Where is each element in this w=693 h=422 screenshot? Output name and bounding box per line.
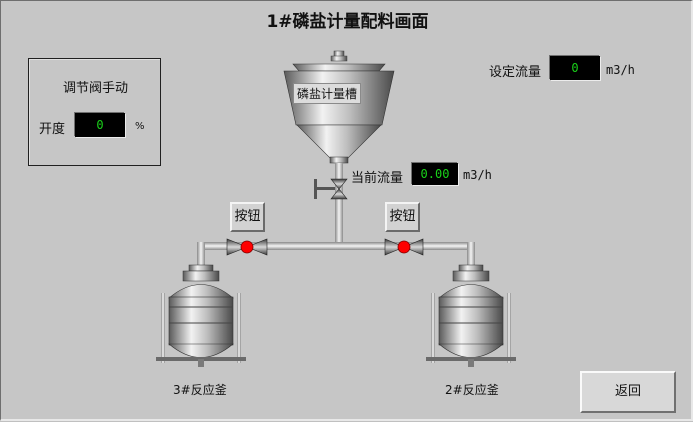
header-pipe bbox=[201, 242, 471, 250]
opening-label: 开度 bbox=[39, 122, 66, 137]
reactor-3-label: 3#反应釜 bbox=[173, 383, 227, 397]
right-valve-indicator bbox=[397, 240, 411, 254]
hopper-tank bbox=[283, 50, 395, 164]
return-button[interactable]: 返回 bbox=[580, 371, 676, 413]
opening-input[interactable]: 0 bbox=[75, 113, 125, 137]
left-branch-pipe bbox=[197, 242, 205, 268]
left-valve-button[interactable]: 按钮 bbox=[230, 202, 265, 232]
right-branch-pipe bbox=[467, 242, 475, 268]
reactor-2-label: 2#反应釜 bbox=[445, 383, 499, 397]
hopper-label: 磷盐计量槽 bbox=[293, 83, 362, 104]
left-valve[interactable] bbox=[226, 238, 268, 256]
right-valve[interactable] bbox=[384, 238, 424, 256]
setpoint-label: 设定流量 bbox=[489, 65, 542, 80]
control-valve[interactable] bbox=[314, 178, 348, 200]
manual-valve-title: 调节阀手动 bbox=[63, 81, 129, 96]
page-title: 1#磷盐计量配料画面 bbox=[266, 12, 429, 32]
left-valve-indicator bbox=[240, 240, 254, 254]
setpoint-input[interactable]: 0 bbox=[550, 56, 600, 80]
hopper-outlet-pipe bbox=[335, 163, 343, 245]
reactor-3 bbox=[156, 264, 246, 367]
current-flow-label: 当前流量 bbox=[351, 171, 404, 186]
reactor-2 bbox=[426, 264, 516, 367]
opening-unit: % bbox=[135, 121, 145, 132]
setpoint-unit: m3/h bbox=[606, 63, 635, 77]
right-valve-button[interactable]: 按钮 bbox=[385, 202, 420, 232]
manual-valve-panel: 调节阀手动 开度 0 % bbox=[28, 58, 161, 166]
current-flow-value: 0.00 bbox=[412, 163, 458, 185]
current-flow-unit: m3/h bbox=[463, 168, 492, 182]
